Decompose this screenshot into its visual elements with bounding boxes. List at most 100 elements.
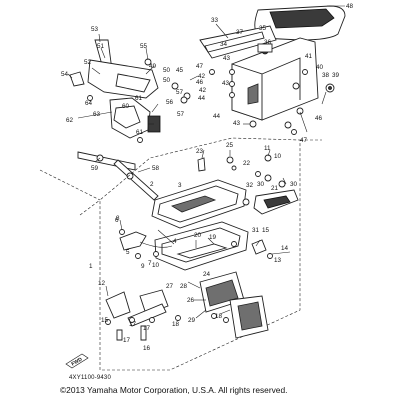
callout-c45: 45 bbox=[176, 67, 184, 74]
left-frame-brackets bbox=[69, 39, 188, 143]
callout-c58: 58 bbox=[152, 165, 160, 172]
callout-c3: 3 bbox=[178, 182, 182, 189]
callout-c41: 41 bbox=[305, 53, 313, 60]
callout-c44b: 44 bbox=[213, 113, 221, 120]
callout-c40: 40 bbox=[316, 64, 324, 71]
svg-text:FWD: FWD bbox=[71, 356, 84, 367]
callout-c17c: 17 bbox=[143, 325, 151, 332]
callout-c10b: 10 bbox=[152, 262, 160, 269]
mounting-rail bbox=[77, 151, 159, 201]
illustration-code: 4XY1100-9430 bbox=[69, 375, 111, 381]
copyright-notice: ©2013 Yamaha Motor Corporation, U.S.A. A… bbox=[60, 385, 288, 395]
callout-c51: 51 bbox=[97, 43, 105, 50]
callout-c24: 24 bbox=[203, 271, 211, 278]
callout-c53: 53 bbox=[91, 26, 99, 33]
callout-c32: 32 bbox=[246, 182, 254, 189]
callout-c31: 31 bbox=[252, 227, 260, 234]
leader-lines bbox=[67, 5, 345, 319]
callout-c43b: 43 bbox=[222, 80, 230, 87]
callout-c22: 22 bbox=[243, 160, 251, 167]
rear-box bbox=[231, 37, 319, 121]
callout-c43c: 43 bbox=[233, 120, 241, 127]
callout-c63: 63 bbox=[93, 111, 101, 118]
seat bbox=[254, 5, 346, 41]
callout-c25: 25 bbox=[226, 142, 234, 149]
callout-c60: 60 bbox=[122, 103, 130, 110]
callout-c49: 49 bbox=[149, 63, 157, 70]
callout-c6: 6 bbox=[115, 217, 119, 224]
callout-c47a: 47 bbox=[196, 63, 204, 70]
callout-c52: 52 bbox=[84, 59, 92, 66]
callout-c30b: 30 bbox=[290, 181, 298, 188]
callout-c59: 59 bbox=[91, 165, 99, 172]
forward-arrow-icon: FWD bbox=[65, 353, 89, 369]
callout-c11: 11 bbox=[264, 145, 271, 152]
top-fasteners bbox=[197, 154, 272, 177]
callout-c13: 13 bbox=[274, 257, 282, 264]
callout-c33: 33 bbox=[211, 17, 219, 24]
callout-c54: 54 bbox=[61, 71, 69, 78]
callout-c43a: 43 bbox=[223, 55, 231, 62]
callout-c2: 2 bbox=[150, 181, 154, 188]
callout-c64: 64 bbox=[85, 100, 93, 107]
callout-c57b: 57 bbox=[176, 89, 184, 96]
callout-c38: 38 bbox=[322, 72, 330, 79]
callout-c16: 16 bbox=[143, 345, 151, 352]
callout-c18b: 18 bbox=[172, 321, 180, 328]
callout-c57a: 57 bbox=[177, 111, 185, 118]
callout-c8: 8 bbox=[116, 215, 120, 222]
callout-c15b: 15 bbox=[101, 317, 109, 324]
callout-c56: 56 bbox=[166, 99, 174, 106]
lower-box bbox=[154, 221, 249, 271]
callout-c37: 37 bbox=[236, 29, 244, 36]
callout-c46b: 46 bbox=[315, 115, 323, 122]
callout-c30a: 30 bbox=[257, 181, 265, 188]
callout-c42b: 42 bbox=[199, 87, 207, 94]
callout-c12: 12 bbox=[98, 280, 106, 287]
callout-c50b: 50 bbox=[163, 77, 171, 84]
callout-c21: 21 bbox=[271, 185, 279, 192]
callout-c55: 55 bbox=[140, 43, 148, 50]
callout-c61b: 61 bbox=[135, 95, 143, 102]
callout-c39: 39 bbox=[332, 72, 340, 79]
callout-c19: 19 bbox=[209, 234, 217, 241]
callout-c27: 27 bbox=[166, 283, 174, 290]
assembly-outline bbox=[99, 137, 322, 371]
left-lower-bracket bbox=[105, 289, 169, 327]
callout-c47b: 47 bbox=[300, 137, 308, 144]
callout-c34: 34 bbox=[220, 41, 228, 48]
callout-c7: 7 bbox=[148, 260, 152, 267]
latch-parts bbox=[231, 174, 299, 259]
top-bracket bbox=[199, 25, 277, 59]
callout-c9: 9 bbox=[141, 263, 145, 270]
callout-c26: 26 bbox=[187, 297, 195, 304]
callout-c36: 36 bbox=[264, 39, 272, 46]
callout-c18a: 18 bbox=[215, 313, 223, 320]
callout-c20: 20 bbox=[194, 232, 202, 239]
callout-c42a: 42 bbox=[198, 73, 206, 80]
callout-c48: 48 bbox=[346, 3, 354, 10]
box-fasteners bbox=[183, 43, 335, 135]
callout-c61a: 61 bbox=[136, 129, 144, 136]
callout-c44a: 44 bbox=[198, 95, 206, 102]
callout-c29: 29 bbox=[188, 317, 196, 324]
lower-bracket bbox=[199, 271, 269, 339]
hinge-cable bbox=[119, 229, 173, 259]
callout-c23: 23 bbox=[196, 148, 204, 155]
callout-c5: 5 bbox=[126, 249, 130, 256]
callout-c1: 1 bbox=[89, 263, 93, 270]
callout-c46a: 46 bbox=[196, 79, 204, 86]
callout-c50a: 50 bbox=[163, 67, 171, 74]
callout-c15: 15 bbox=[262, 227, 270, 234]
callout-c10: 10 bbox=[274, 153, 282, 160]
bottom-fasteners bbox=[116, 313, 229, 341]
callout-c14: 14 bbox=[281, 245, 289, 252]
callout-c4: 4 bbox=[173, 238, 177, 245]
callout-c35: 35 bbox=[259, 25, 267, 32]
callout-c62: 62 bbox=[66, 117, 74, 124]
callout-c28: 28 bbox=[180, 283, 188, 290]
box-lid bbox=[151, 179, 247, 229]
